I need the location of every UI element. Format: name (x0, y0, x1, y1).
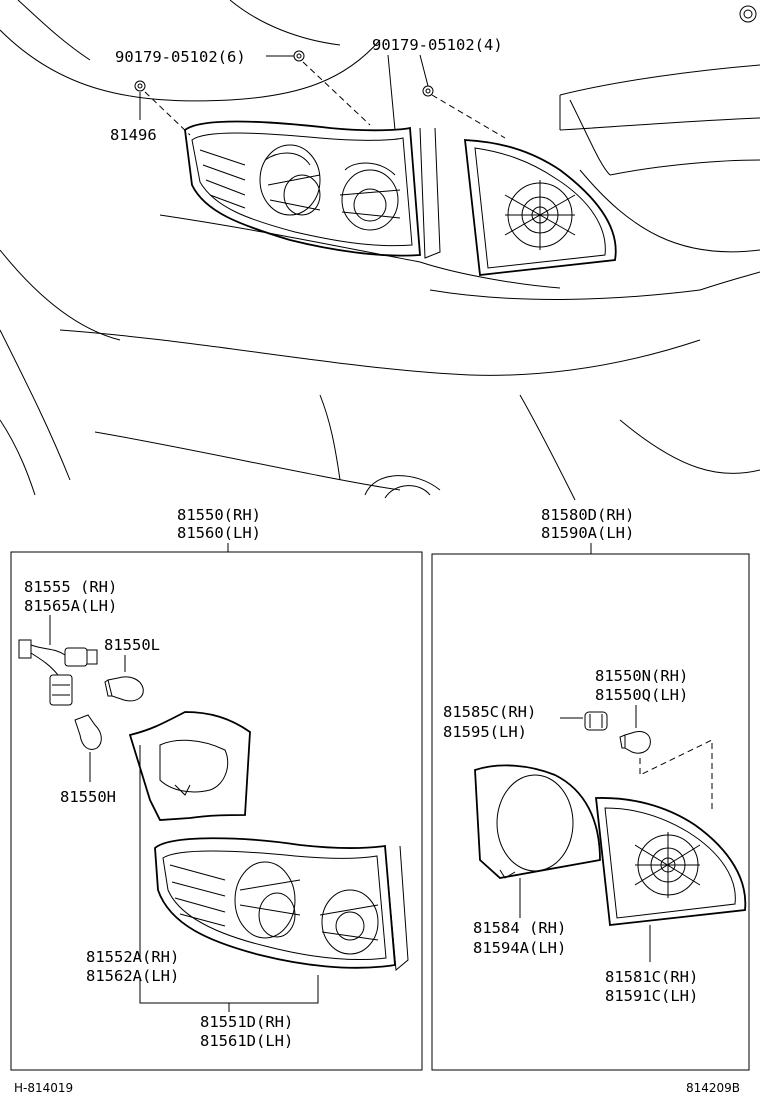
callout-lamp-rh-assy: 81550(RH) (177, 506, 261, 524)
bulb-icon (619, 731, 651, 754)
callout-bulb-l: 81550L (104, 636, 160, 654)
callout-lens-rh: 81551D(RH) (200, 1013, 293, 1031)
callout-inner-gasket-lh: 81594A(LH) (473, 939, 566, 957)
callout-socket-lh: 81565A(LH) (24, 597, 117, 615)
callout-socket-rh: 81555 (RH) (24, 578, 117, 596)
inner-lamp-group-box (431, 553, 750, 1071)
tail-lamp-lens-icon (154, 837, 409, 971)
callout-inner-lh-assy: 81590A(LH) (541, 524, 634, 542)
callout-inner-lens-lh: 81591C(LH) (605, 987, 698, 1005)
callout-inner-gasket-rh: 81584 (RH) (473, 919, 566, 937)
callout-inner-socket-lh: 81595(LH) (443, 723, 527, 741)
gasket-icon (128, 711, 251, 821)
tail-lamp-mounted (184, 120, 441, 259)
callout-inner-bulb-lh: 81550Q(LH) (595, 686, 688, 704)
callout-lens-lh: 81561D(LH) (200, 1032, 293, 1050)
inner-gasket-icon (474, 764, 601, 879)
socket-icon (584, 711, 608, 731)
leader-lines-top (139, 54, 506, 139)
clip-icon (134, 80, 146, 92)
callout-lamp-lh-assy: 81560(LH) (177, 524, 261, 542)
socket-wiring-icon (18, 639, 98, 706)
callout-gasket-rh: 81552A(RH) (86, 948, 179, 966)
callout-bolt-4: 90179-05102(4) (372, 36, 503, 54)
callout-inner-lens-rh: 81581C(RH) (605, 968, 698, 986)
inner-lamp-mounted (463, 139, 617, 276)
callout-clip: 81496 (110, 126, 157, 144)
tail-lamp-group-box (10, 551, 423, 1071)
callout-inner-rh-assy: 81580D(RH) (541, 506, 634, 524)
callout-bolt-6: 90179-05102(6) (115, 48, 246, 66)
callout-bulb-h: 81550H (60, 788, 116, 806)
diagram-code-left: H-814019 (14, 1081, 73, 1095)
nut-icon (422, 85, 434, 97)
nut-icon (293, 50, 305, 62)
bulb-icon (104, 676, 144, 702)
callout-gasket-lh: 81562A(LH) (86, 967, 179, 985)
callout-inner-socket-rh: 81585C(RH) (443, 703, 536, 721)
bulb-icon (74, 714, 102, 750)
vehicle-body-outline (0, 0, 760, 501)
callout-inner-bulb-rh: 81550N(RH) (595, 667, 688, 685)
diagram-code-right: 814209B (686, 1081, 740, 1095)
inner-lamp-lens-icon (594, 797, 747, 926)
